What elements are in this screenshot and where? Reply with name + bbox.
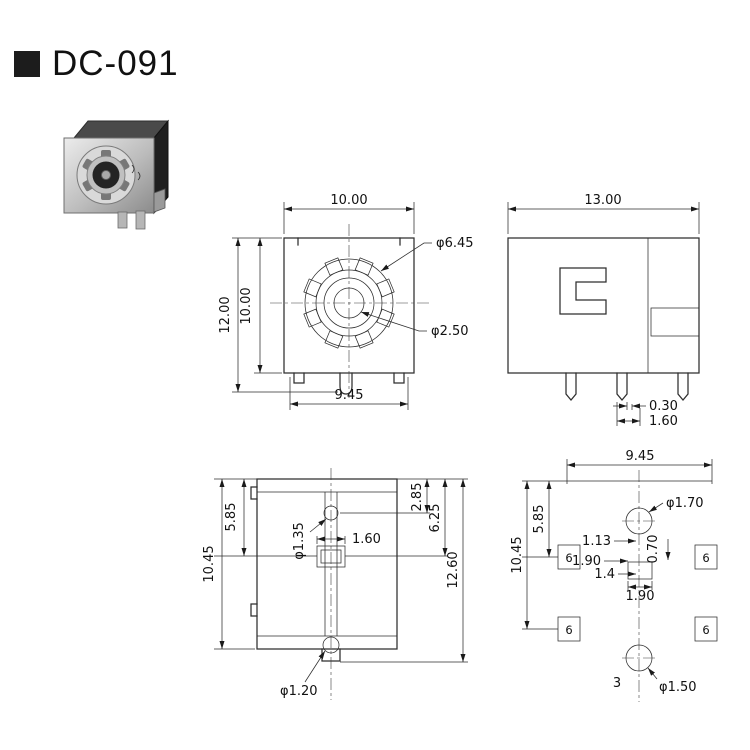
side-pin-3 bbox=[677, 372, 689, 401]
photo-side-lug bbox=[153, 188, 166, 213]
dim-footprint-slot-top: 1.90 bbox=[572, 554, 601, 569]
bottom-ext-right bbox=[340, 478, 468, 663]
title-bullet-square bbox=[14, 51, 40, 77]
dim-footprint-offset-x: 1.13 bbox=[582, 534, 611, 549]
footprint-pad-top-right bbox=[694, 544, 718, 570]
side-view: 13.00 0.30 1.60 bbox=[507, 193, 700, 429]
dim-side-pin-width: 1.60 bbox=[649, 414, 678, 429]
footprint-pad-label-3: 6 bbox=[565, 623, 572, 637]
side-pin-1 bbox=[565, 372, 577, 401]
dim-footprint-slot-bottom: 1.90 bbox=[626, 589, 655, 604]
front-top-notches bbox=[297, 237, 401, 246]
page-header: DC-091 bbox=[14, 44, 179, 84]
dim-footprint-top-width: 9.45 bbox=[626, 449, 655, 464]
footprint-leader-hole-bottom bbox=[647, 667, 658, 680]
dim-front-height-outer: 12.00 bbox=[218, 296, 233, 333]
dim-bottom-left-upper: 5.85 bbox=[224, 503, 239, 532]
label-footprint-hole-bottom: φ1.50 bbox=[659, 680, 697, 695]
footprint-view: 9.45 φ1.70 5.85 10.45 6 6 6 6 1.13 0.70 bbox=[510, 449, 718, 702]
dim-bottom-slot-width: 1.60 bbox=[352, 532, 381, 547]
label-footprint-pin-number: 3 bbox=[613, 676, 621, 691]
photo-top-face bbox=[72, 120, 170, 139]
label-bottom-hole-top: φ1.35 bbox=[292, 522, 307, 560]
label-front-outer-diameter: φ6.45 bbox=[436, 236, 474, 251]
dim-bottom-right-top: 2.85 bbox=[410, 483, 425, 512]
footprint-ext-left bbox=[522, 480, 567, 630]
product-photo bbox=[63, 119, 170, 230]
footprint-leader-hole-top bbox=[648, 502, 664, 513]
photo-center-pin bbox=[101, 170, 111, 180]
front-tabs bbox=[303, 257, 395, 349]
dim-front-bottom-width: 9.45 bbox=[335, 388, 364, 403]
side-step-block bbox=[650, 307, 700, 337]
side-body-outline bbox=[507, 237, 700, 374]
dim-footprint-slot-mid: 1.4 bbox=[594, 567, 615, 582]
footprint-pad-bottom-right bbox=[694, 616, 718, 642]
dim-footprint-offset-y: 0.70 bbox=[646, 535, 661, 564]
photo-pin-1 bbox=[117, 211, 128, 229]
front-leader-outer-dia bbox=[380, 242, 432, 272]
bottom-inner-horizontals bbox=[257, 491, 397, 637]
dim-footprint-left-total: 10.45 bbox=[510, 536, 525, 573]
side-ext-pin-thickness bbox=[626, 402, 633, 410]
side-pin-2 bbox=[616, 372, 628, 401]
side-ext-pin-width bbox=[616, 402, 641, 426]
label-footprint-hole-top: φ1.70 bbox=[666, 496, 704, 511]
front-legs bbox=[293, 372, 405, 384]
footprint-pad-label-2: 6 bbox=[702, 551, 709, 565]
bottom-body-outline bbox=[256, 478, 398, 650]
footprint-pad-bottom-left bbox=[557, 616, 581, 642]
footprint-pad-label-1: 6 bbox=[565, 551, 572, 565]
bottom-leader-hole-top bbox=[309, 518, 327, 533]
photo-front-marks bbox=[131, 164, 141, 181]
label-front-inner-diameter: φ2.50 bbox=[431, 324, 469, 339]
footprint-center-slot bbox=[627, 561, 653, 580]
photo-pin-2 bbox=[135, 210, 146, 230]
dim-side-top-width: 13.00 bbox=[584, 193, 621, 208]
footprint-pad-top-left bbox=[557, 544, 581, 570]
dim-footprint-left-upper: 5.85 bbox=[532, 505, 547, 534]
side-barrel-bracket bbox=[559, 267, 607, 315]
dim-front-height-inner: 10.00 bbox=[239, 287, 254, 324]
dim-bottom-right-mid: 6.25 bbox=[428, 504, 443, 533]
front-view: 10.00 10.00 12.00 9.45 φ6.45 φ2.50 bbox=[218, 193, 474, 410]
bottom-view: 5.85 10.45 2.85 6.25 12.60 φ1.35 1.60 φ1… bbox=[202, 468, 468, 700]
front-center-pin bbox=[339, 372, 353, 395]
dim-side-pin-thickness: 0.30 bbox=[649, 399, 678, 414]
front-leader-inner-dia bbox=[360, 311, 427, 332]
dim-front-top-width: 10.00 bbox=[330, 193, 367, 208]
dim-bottom-left-total: 10.45 bbox=[202, 545, 217, 582]
bottom-left-notches bbox=[250, 486, 258, 617]
bottom-leader-hole-bottom bbox=[304, 650, 326, 683]
dim-bottom-right-total: 12.60 bbox=[446, 551, 461, 588]
page-title: DC-091 bbox=[52, 44, 179, 83]
label-bottom-hole-bottom: φ1.20 bbox=[280, 684, 318, 699]
footprint-pad-label-4: 6 bbox=[702, 623, 709, 637]
